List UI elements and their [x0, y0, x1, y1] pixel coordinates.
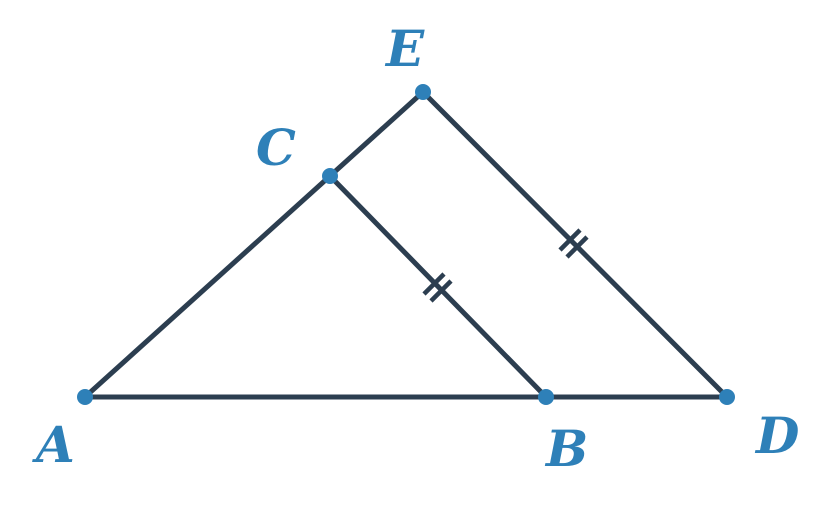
point-d	[719, 389, 735, 405]
label-a: A	[32, 415, 75, 474]
segment-ce	[327, 89, 426, 179]
label-d: D	[754, 406, 799, 465]
tick-cb-1	[422, 272, 446, 296]
congruence-mark-cb	[422, 272, 453, 303]
tick-ed-2	[565, 235, 589, 259]
label-e: E	[384, 19, 425, 78]
segment-cb	[327, 173, 549, 400]
point-a	[77, 389, 93, 405]
tick-cb-2	[429, 279, 453, 303]
congruence-mark-ed	[558, 228, 589, 259]
label-c: C	[256, 118, 296, 177]
tick-ed-1	[558, 228, 582, 252]
point-e	[415, 84, 431, 100]
point-c	[322, 168, 338, 184]
segment-ed	[420, 89, 730, 400]
segment-ac	[82, 173, 333, 400]
label-b: B	[544, 419, 588, 478]
point-b	[538, 389, 554, 405]
